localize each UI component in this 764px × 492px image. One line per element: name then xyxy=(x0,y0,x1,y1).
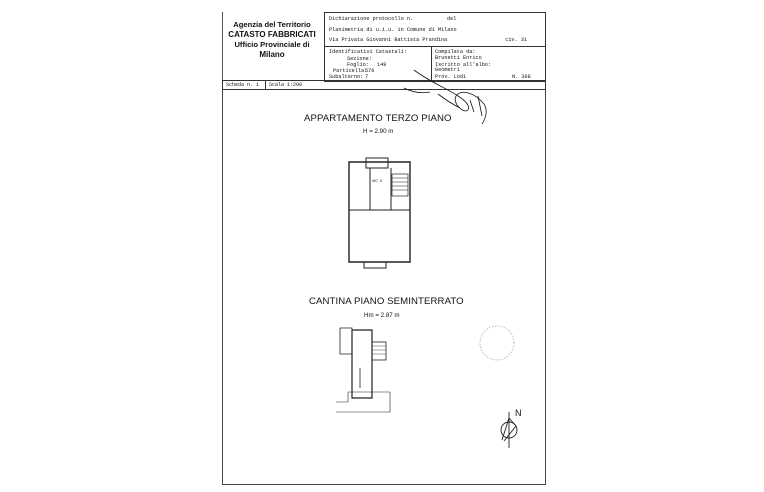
signature-mark xyxy=(403,69,487,125)
sheet-label: Foglio: xyxy=(347,62,369,68)
protocol-label: Dichiarazione protocollo n. xyxy=(329,16,414,22)
scale-divider xyxy=(265,81,266,89)
city-name: Milano xyxy=(259,50,285,59)
register-number: N. 368 xyxy=(512,74,531,80)
section-label: Sezione: xyxy=(347,56,372,62)
official-seal xyxy=(479,325,515,361)
registered-label: Iscritto all'albo: xyxy=(435,62,492,68)
identifiers-header: Identificativi Catastali: Sezione: Fogli… xyxy=(324,46,546,82)
address-row: Via Privata Giovanni Battista Prandina c… xyxy=(329,37,541,43)
identifiers-box: Identificativi Catastali: Sezione: Fogli… xyxy=(325,47,432,81)
sheet-value: 149 xyxy=(377,62,387,68)
plan-1-height: H = 2.90 m xyxy=(363,128,394,135)
plan-1-title: APPARTAMENTO TERZO PIANO xyxy=(304,113,452,124)
plan-2-title: CANTINA PIANO SEMINTERRATO xyxy=(309,296,464,307)
address: Via Privata Giovanni Battista Prandina xyxy=(329,37,448,43)
province: Prov. Lodi xyxy=(435,74,467,80)
protocol-row: Dichiarazione protocollo n. del xyxy=(329,16,541,22)
room-wc-label: WC xyxy=(372,179,378,183)
plan-2-height: Hm = 2.87 m xyxy=(364,312,400,319)
identifiers-heading: Identificativi Catastali: xyxy=(329,49,407,55)
plan-row: Planimetria di u.i.u. in Comune di Milan… xyxy=(329,27,457,33)
plan-2-drawing xyxy=(336,327,391,413)
civic-number: civ. 31 xyxy=(505,37,527,43)
compiler-box: Compilata da: Brunetti Enrico Iscritto a… xyxy=(432,47,545,81)
date-label: del xyxy=(447,16,457,22)
registry-name: CATASTO FABBRICATI xyxy=(228,30,316,39)
declaration-header: Dichiarazione protocollo n. del Planimet… xyxy=(324,12,546,47)
sheet-number: Scheda n. 1 xyxy=(226,82,260,88)
agency-stamp: Agenzia del Territorio CATASTO FABBRICAT… xyxy=(222,20,322,60)
profession: Geometri xyxy=(435,67,460,73)
subunit-value: 7 xyxy=(365,74,369,80)
agency-name: Agenzia del Territorio xyxy=(233,20,311,29)
compiler-name: Brunetti Enrico xyxy=(435,55,482,61)
compiler-heading: Compilata da: xyxy=(435,49,476,55)
room-k-label: K xyxy=(380,179,383,183)
drawing-frame xyxy=(222,89,546,485)
north-compass xyxy=(500,412,518,448)
office-name: Ufficio Provinciale di xyxy=(234,40,310,49)
parcel-value: 576 xyxy=(365,68,375,74)
scale-strip: Scheda n. 1 Scala 1:200 xyxy=(222,80,546,90)
parcel-label: Particella: xyxy=(333,68,368,74)
subunit-label: Subalterno: xyxy=(329,74,364,80)
scale-value: Scala 1:200 xyxy=(269,82,303,88)
plan-1-drawing xyxy=(348,157,411,269)
north-label: N xyxy=(515,408,522,418)
